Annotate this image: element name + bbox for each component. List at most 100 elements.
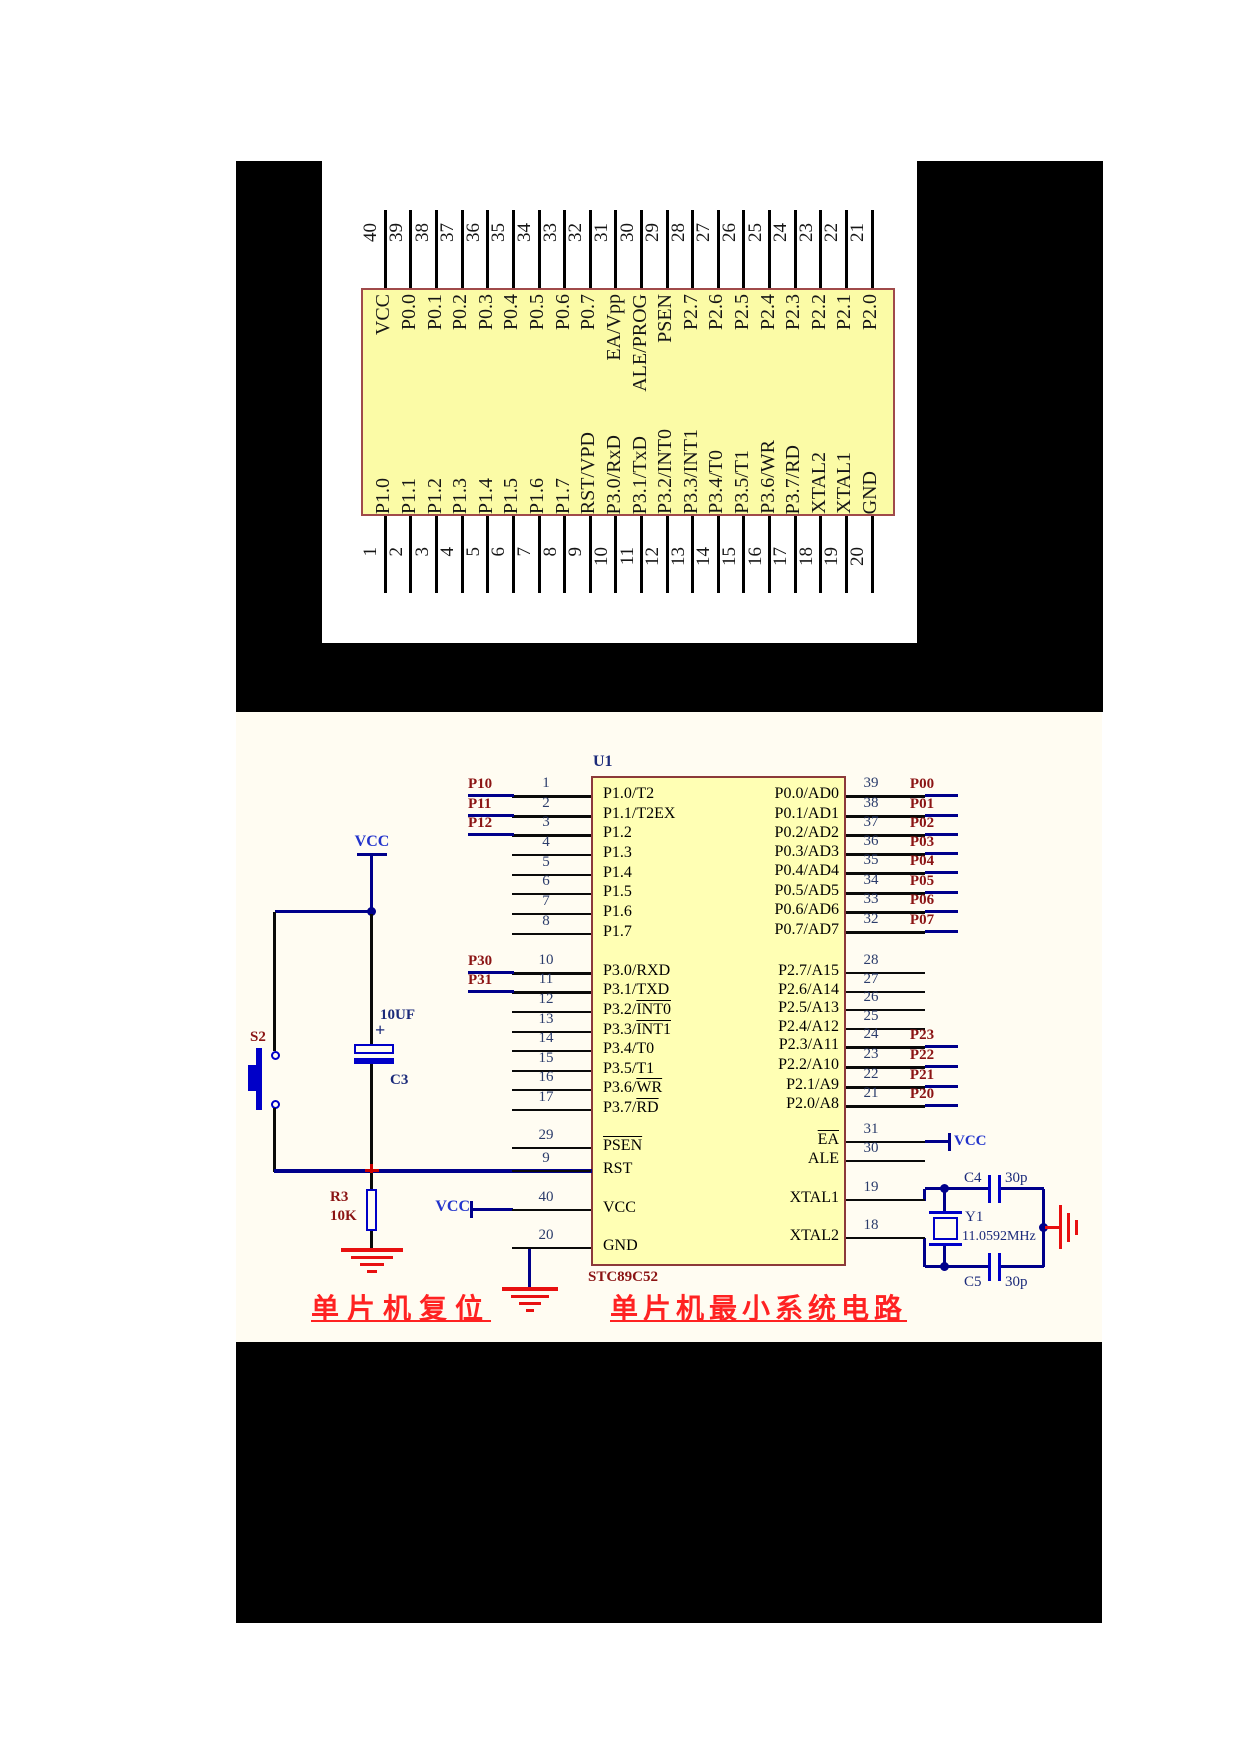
pin-name-part: P2.2/A10 xyxy=(778,1056,839,1073)
pin-number: 34 xyxy=(863,872,879,888)
pin-name-part: P2.6/A14 xyxy=(778,981,839,998)
pin-number: 33 xyxy=(863,891,879,907)
pin-name: P0.6/AD6 xyxy=(775,901,839,919)
dip-pin-line xyxy=(563,516,567,593)
wire xyxy=(370,1231,373,1250)
pin-stub xyxy=(512,991,591,994)
system-caption: 单片机最小系统电路 xyxy=(610,1293,908,1324)
dip-pin-line xyxy=(793,210,797,288)
pin-stub xyxy=(846,834,925,837)
pin-name-part: P3.7/ xyxy=(603,1099,637,1116)
pin-stub xyxy=(846,1046,925,1049)
crystal-plate xyxy=(929,1243,962,1246)
ground-symbol xyxy=(351,1256,393,1259)
dip-pin-label: EA/Vpp xyxy=(602,294,625,361)
pin-name: P1.5 xyxy=(603,883,632,901)
ground-symbol xyxy=(1045,1226,1059,1229)
dip-pin-line xyxy=(486,210,490,288)
dip-pin-line xyxy=(819,210,823,288)
net-label: P31 xyxy=(468,972,493,988)
dip-pin-number: 21 xyxy=(847,223,869,242)
dip-pin-number: 29 xyxy=(642,223,664,242)
rst-bus-wire xyxy=(274,1169,592,1173)
pin-name: P1.0/T2 xyxy=(603,785,654,803)
dip-pin-line xyxy=(563,210,567,288)
pin-number: 18 xyxy=(863,1217,879,1233)
pin-name: P3.5/T1 xyxy=(603,1060,654,1078)
wire xyxy=(943,1246,946,1267)
dip-pin-label: P0.5 xyxy=(526,294,549,331)
pin-number: 40 xyxy=(538,1189,554,1205)
pin-name: P2.3/A11 xyxy=(779,1036,839,1054)
dip-pin-line xyxy=(640,516,643,593)
pin-name-part: RD xyxy=(636,1099,659,1116)
net-wire xyxy=(925,833,958,836)
pin-name: P0.1/AD1 xyxy=(775,805,839,823)
vcc-bar xyxy=(357,853,387,856)
pin-name: P0.7/AD7 xyxy=(775,921,839,939)
net-label: P10 xyxy=(468,776,493,792)
pin-name-part: INT1 xyxy=(636,1021,671,1038)
pin-name: P3.4/T0 xyxy=(603,1040,654,1058)
dip-pin-number: 11 xyxy=(616,547,638,566)
pin-number: 14 xyxy=(538,1030,554,1046)
wire xyxy=(370,1173,373,1190)
pin-stub xyxy=(846,1086,925,1089)
pin-name-part: P2.1/A9 xyxy=(786,1076,839,1093)
dip-pin-number: 18 xyxy=(795,547,817,566)
net-label: P06 xyxy=(909,892,935,908)
dip-pin-number: 33 xyxy=(539,223,561,242)
pin-stub xyxy=(846,1066,925,1069)
dip-pin-line xyxy=(742,516,746,593)
vcc-bar xyxy=(948,1133,951,1151)
vcc-label-pin31: VCC xyxy=(954,1133,987,1149)
dip-pin-line xyxy=(486,516,490,593)
pin-stub xyxy=(512,1070,591,1072)
net-wire xyxy=(925,1085,958,1088)
dip-pin-line xyxy=(793,516,797,593)
dip-pin-label: P2.0 xyxy=(859,294,882,331)
pin-name: P3.2/INT0 xyxy=(603,1001,671,1019)
c5-ref: C5 xyxy=(964,1274,982,1290)
dip-pin-label: P0.1 xyxy=(423,294,446,331)
pin-name: P2.0/A8 xyxy=(786,1095,839,1113)
dip-pin-label: P3.1/TxD xyxy=(628,435,651,514)
net-label: P00 xyxy=(909,776,935,792)
dip-pin-line xyxy=(844,516,848,593)
pin-name-part: P1.7 xyxy=(603,923,632,940)
pin-name: P3.3/INT1 xyxy=(603,1021,671,1039)
cap-plate xyxy=(988,1175,991,1203)
dip-pin-label: P0.3 xyxy=(474,294,497,331)
crystal-body xyxy=(933,1217,958,1240)
dip-pin-label: P2.6 xyxy=(705,294,728,331)
dip-pin-label: P1.2 xyxy=(423,477,446,514)
net-wire xyxy=(925,814,958,817)
dip-pin-line xyxy=(383,210,387,288)
net-label: P04 xyxy=(909,853,935,869)
pin-name: P0.5/AD5 xyxy=(775,882,839,900)
dip-pin-number: 5 xyxy=(462,547,484,557)
pin-stub xyxy=(846,1160,925,1162)
dip-pin-number: 12 xyxy=(642,547,664,566)
pin-number: 13 xyxy=(538,1011,554,1027)
switch-nub xyxy=(248,1065,256,1091)
dip-pin-label: P2.7 xyxy=(679,294,702,331)
pin-number: 4 xyxy=(542,834,550,850)
net-wire xyxy=(925,1104,958,1107)
cap-plate-bottom xyxy=(354,1058,394,1064)
pin-name-part: P0.5/AD5 xyxy=(774,882,839,899)
net-wire xyxy=(468,990,514,993)
pin-name: P2.2/A10 xyxy=(778,1056,839,1074)
pin-number: 17 xyxy=(538,1089,554,1105)
pin-name: P1.7 xyxy=(603,923,632,941)
pin-stub xyxy=(512,874,591,876)
net-label: P07 xyxy=(909,912,935,928)
pin-stub xyxy=(846,931,925,934)
dip-pin-line xyxy=(819,516,823,593)
wire xyxy=(943,1189,946,1212)
dip-pin-number: 23 xyxy=(795,223,817,242)
pin-number: 24 xyxy=(863,1026,879,1042)
dip-pin-number: 35 xyxy=(488,223,510,242)
pin-name: RST xyxy=(603,1160,632,1178)
chip-part-number: STC89C52 xyxy=(588,1269,659,1285)
